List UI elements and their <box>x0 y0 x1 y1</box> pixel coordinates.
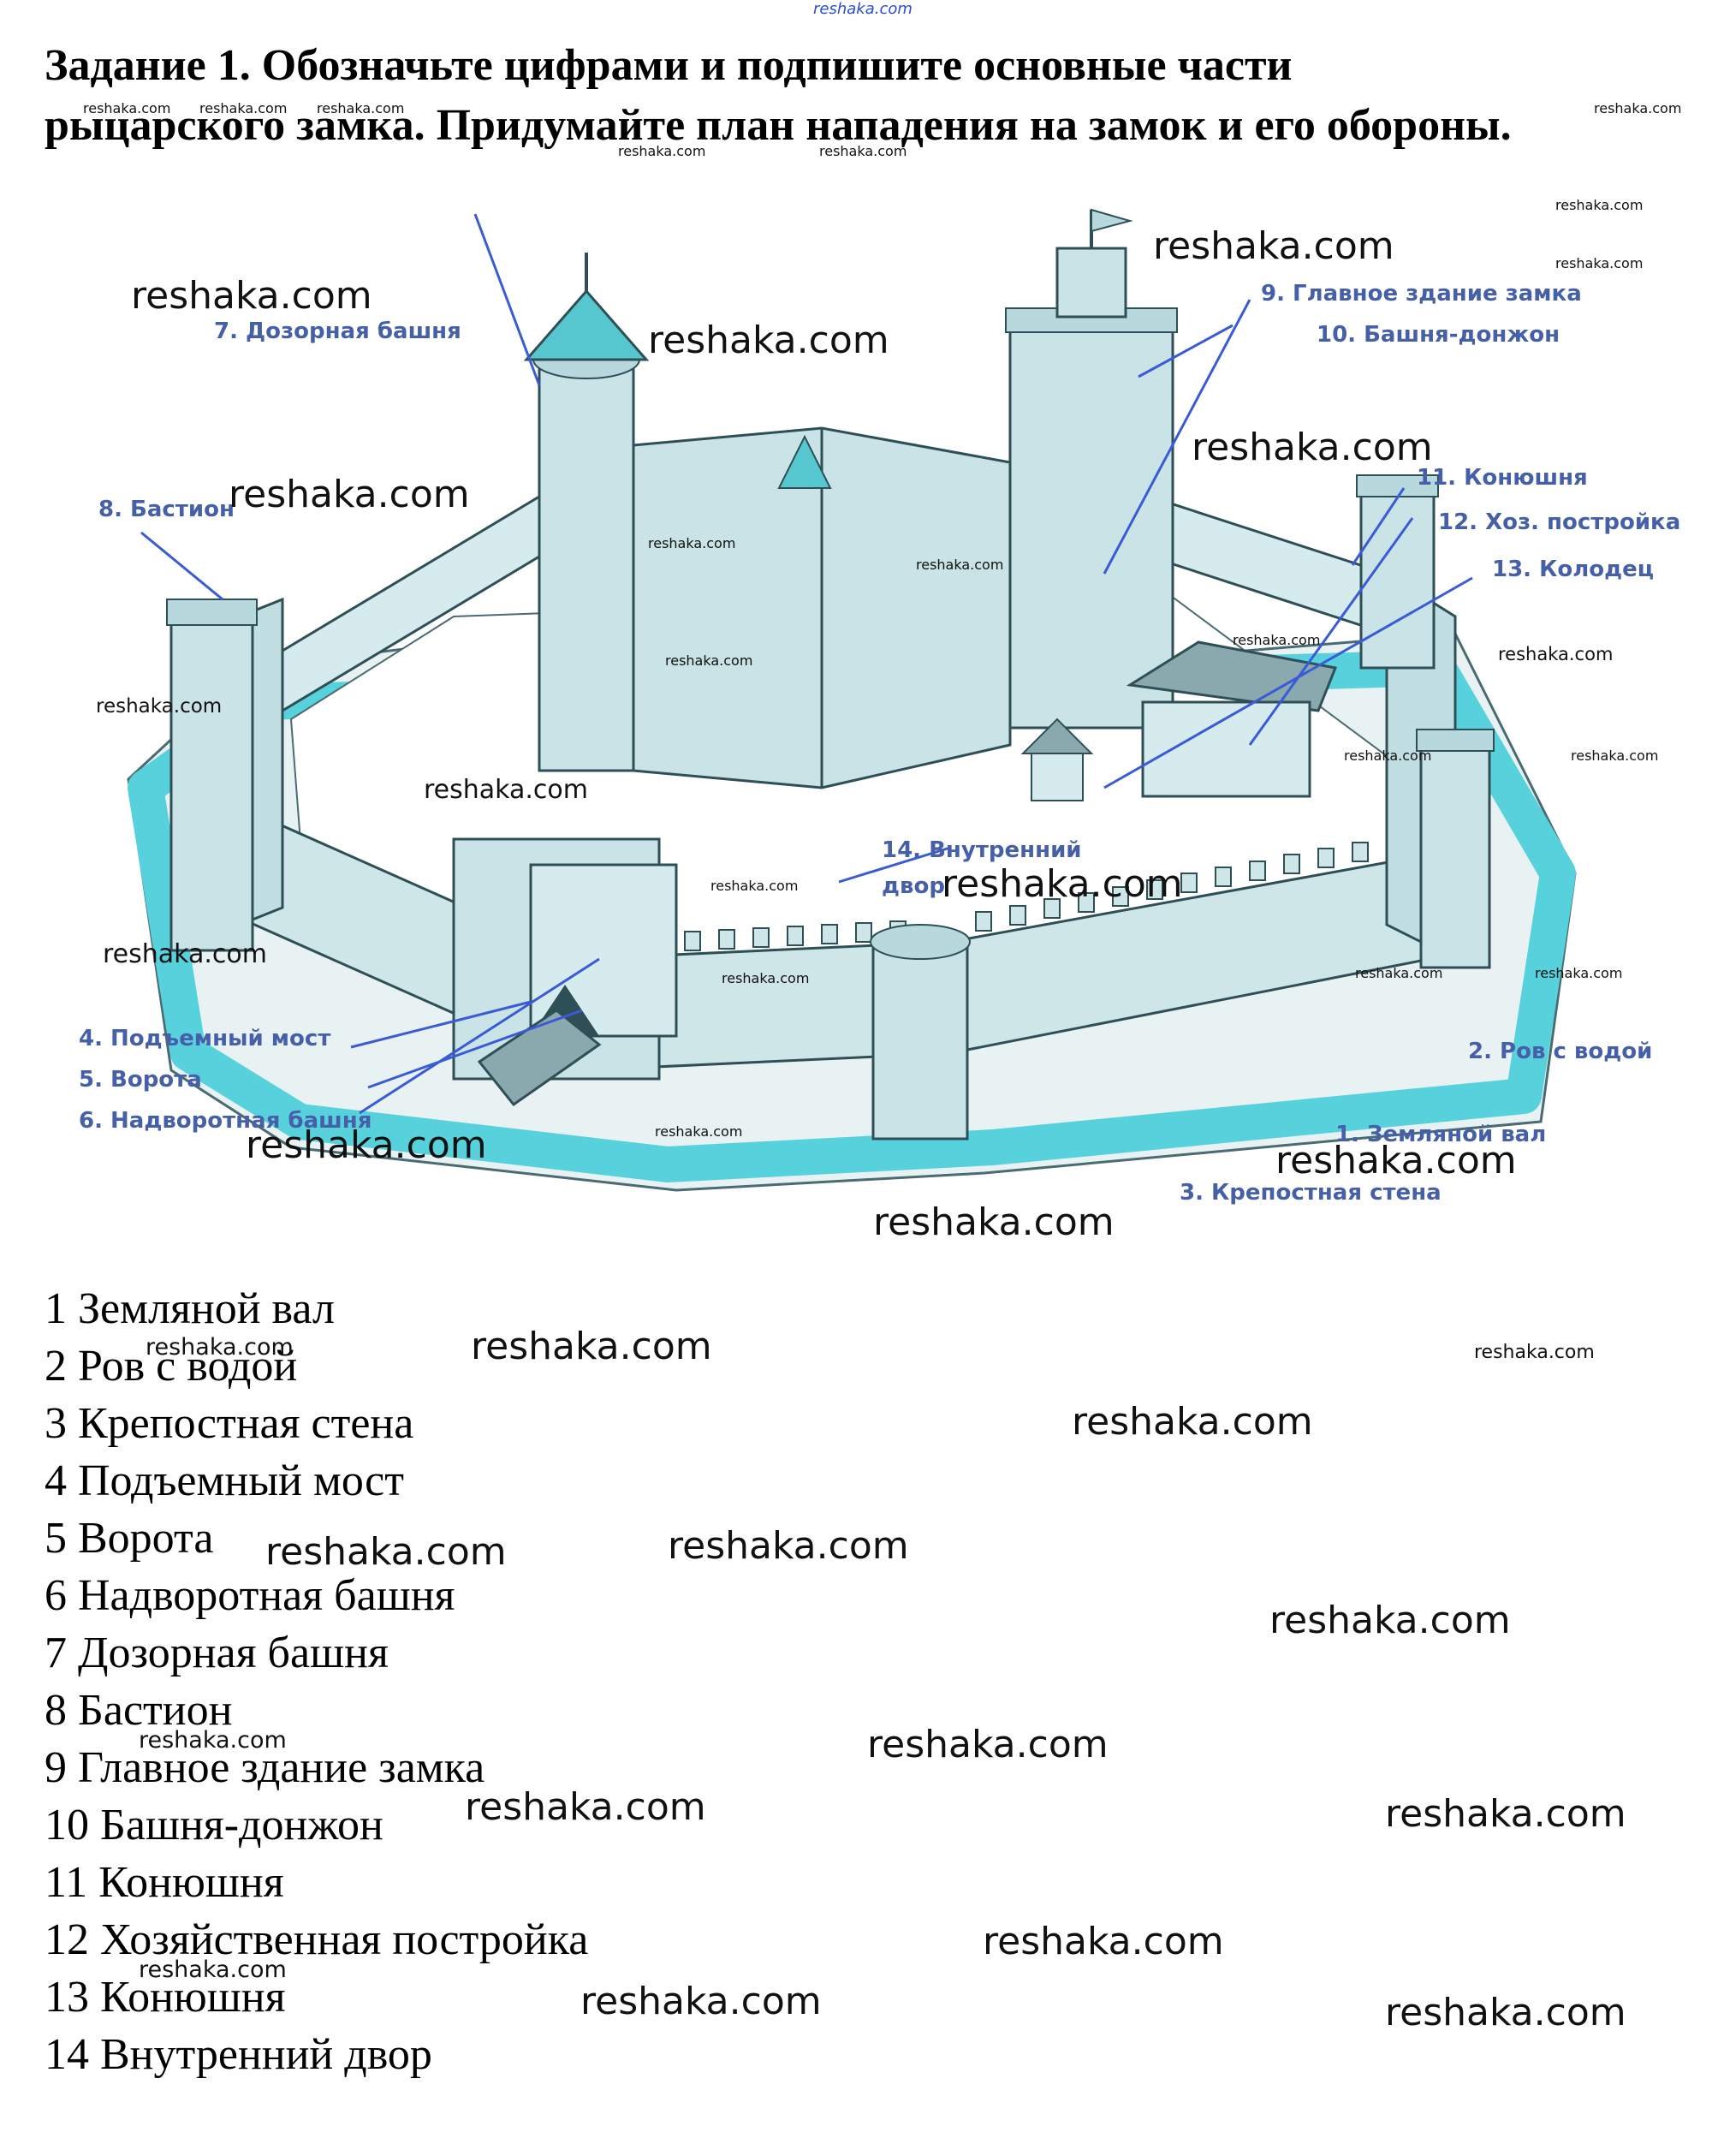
watermark: reshaka.com <box>983 1920 1224 1963</box>
watermark: reshaka.com <box>131 274 372 318</box>
answer-item: 9 Главное здание замка <box>45 1743 485 1792</box>
watermark: reshaka.com <box>1192 426 1433 469</box>
answer-item: 3 Крепостная стена <box>45 1399 414 1448</box>
watermark: reshaka.com <box>1344 747 1432 764</box>
callout-bastion: 8. Бастион <box>98 497 235 522</box>
answer-item: 8 Бастион <box>45 1686 233 1735</box>
watermark: reshaka.com <box>465 1785 706 1829</box>
watermark: reshaka.com <box>1474 1342 1595 1363</box>
watermark: reshaka.com <box>1498 644 1614 664</box>
callout-courtyard-2: двор <box>882 873 945 899</box>
watermark: reshaka.com <box>1555 255 1644 271</box>
donjon-tower <box>1005 208 1178 730</box>
corner-tower-right <box>1356 474 1439 670</box>
answer-item: 14 Внутренний двор <box>45 2030 432 2079</box>
crenellations <box>650 842 1369 953</box>
bastion <box>166 599 258 952</box>
watermark: reshaka.com <box>1594 100 1682 116</box>
task-title-line-1: Задание 1. Обозначьте цифрами и подпишит… <box>45 41 1293 90</box>
callout-gate: 5. Ворота <box>79 1067 202 1093</box>
answer-item: 2 Ров с водой <box>45 1342 298 1391</box>
callout-watch-tower: 7. Дозорная башня <box>214 319 461 344</box>
watermark: reshaka.com <box>867 1723 1109 1766</box>
watermark: reshaka.com <box>1275 1139 1517 1182</box>
watermark: reshaka.com <box>139 1727 287 1754</box>
source-mark: reshaka.com <box>813 0 913 18</box>
watch-tower <box>523 253 650 772</box>
watermark: reshaka.com <box>1233 632 1321 648</box>
callout-gatehouse: 6. Надворотная башня <box>79 1108 372 1134</box>
watermark: reshaka.com <box>648 319 889 362</box>
answer-item: 11 Конюшня <box>45 1858 284 1907</box>
watermark: reshaka.com <box>246 1123 487 1167</box>
drawbridge <box>477 1009 602 1107</box>
watermark: reshaka.com <box>1385 1792 1626 1836</box>
answer-item: 6 Надворотная башня <box>45 1571 455 1620</box>
answer-item: 13 Конюшня <box>45 1973 286 2022</box>
callout-rampart: 1. Земляной вал <box>1335 1122 1547 1147</box>
task-title: Задание 1. Обозначьте цифрами и подпишит… <box>45 36 1697 156</box>
watermark: reshaka.com <box>916 557 1004 573</box>
watermark: reshaka.com <box>1153 224 1394 268</box>
watermark: reshaka.com <box>942 862 1183 906</box>
castle-illustration: 7. Дозорная башня 9. Главное здание замк… <box>51 188 1681 1242</box>
watermark: reshaka.com <box>96 695 223 718</box>
well <box>1020 718 1094 801</box>
main-building <box>632 426 1012 789</box>
watermark: reshaka.com <box>819 143 907 159</box>
watermark: reshaka.com <box>668 1524 909 1568</box>
watermark: reshaka.com <box>83 100 171 116</box>
watermark: reshaka.com <box>1385 1991 1626 2034</box>
answer-list: 1 Земляной вал 2 Ров с водой 3 Крепостна… <box>45 1280 1072 2083</box>
watermark: reshaka.com <box>665 652 753 669</box>
watermark: reshaka.com <box>580 1980 822 2023</box>
watermark: reshaka.com <box>265 1530 507 1574</box>
watermark: reshaka.com <box>655 1123 743 1140</box>
watermark: reshaka.com <box>1355 965 1443 981</box>
callout-drawbridge: 4. Подъемный мост <box>79 1026 331 1051</box>
callout-outbuilding: 12. Хоз. постройка <box>1438 509 1681 535</box>
watermark: reshaka.com <box>1555 197 1644 213</box>
task-title-line-2: рыцарского замка. Придумайте план нападе… <box>45 101 1512 150</box>
watermark: reshaka.com <box>471 1325 712 1368</box>
watermark: reshaka.com <box>103 939 267 969</box>
castle-drawing <box>127 208 1577 1192</box>
watermark: reshaka.com <box>1269 1599 1511 1642</box>
answer-item: 7 Дозорная башня <box>45 1629 389 1677</box>
outbuilding <box>1126 640 1338 798</box>
watermark: reshaka.com <box>317 100 405 116</box>
watermark: reshaka.com <box>424 775 588 805</box>
watermark: reshaka.com <box>618 143 706 159</box>
watermark: reshaka.com <box>648 535 736 551</box>
watermark: reshaka.com <box>1571 747 1659 764</box>
watermark: reshaka.com <box>1535 965 1623 981</box>
answer-item: 5 Ворота <box>45 1514 214 1563</box>
answer-item: 12 Хозяйственная постройка <box>45 1915 589 1964</box>
answer-item: 10 Башня-донжон <box>45 1801 383 1849</box>
answer-item: 4 Подъемный мост <box>45 1456 404 1505</box>
corner-tower-front-right <box>1416 729 1495 969</box>
callout-stable: 11. Конюшня <box>1417 465 1588 491</box>
callout-donjon: 10. Башня-донжон <box>1317 322 1560 348</box>
callout-leaders <box>140 213 1473 1115</box>
watermark: reshaka.com <box>722 970 810 986</box>
watermark: reshaka.com <box>873 1200 1115 1244</box>
watermark: reshaka.com <box>1072 1400 1313 1444</box>
watermark: reshaka.com <box>146 1334 294 1361</box>
callout-moat: 2. Ров с водой <box>1468 1039 1653 1064</box>
callout-fortress-wall: 3. Крепостная стена <box>1180 1180 1442 1206</box>
watermark: reshaka.com <box>199 100 288 116</box>
answer-item: 1 Земляной вал <box>45 1284 335 1333</box>
callout-well: 13. Колодец <box>1492 557 1655 582</box>
front-round-tower <box>870 924 971 1141</box>
watermark: reshaka.com <box>229 473 470 516</box>
watermark: reshaka.com <box>710 878 799 894</box>
callout-main-building: 9. Главное здание замка <box>1261 281 1582 307</box>
callout-courtyard-1: 14. Внутренний <box>882 837 1082 863</box>
gatehouse <box>452 837 678 1081</box>
watermark: reshaka.com <box>139 1956 287 1983</box>
